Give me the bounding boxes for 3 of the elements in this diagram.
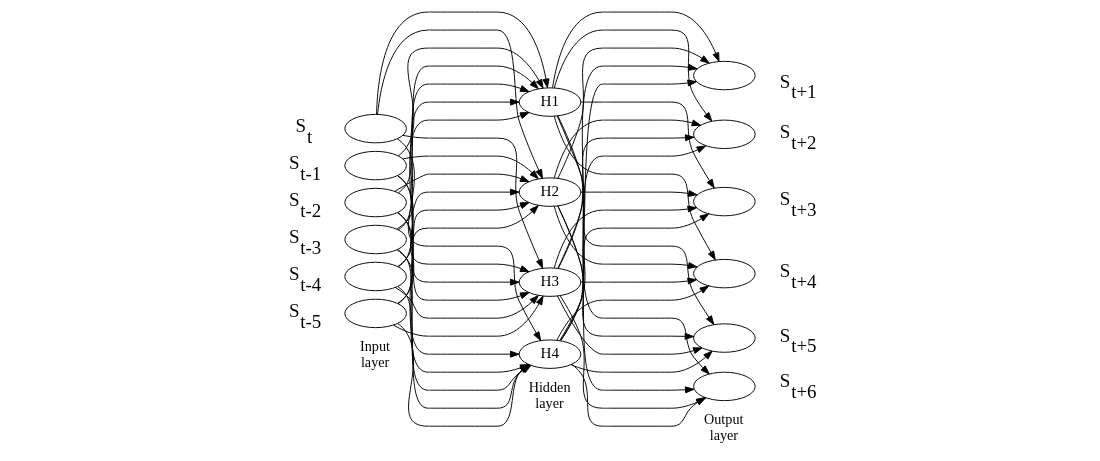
label: Output layer: [704, 411, 744, 444]
label: Input layer: [359, 338, 390, 371]
label: Hidden layer: [528, 379, 571, 412]
